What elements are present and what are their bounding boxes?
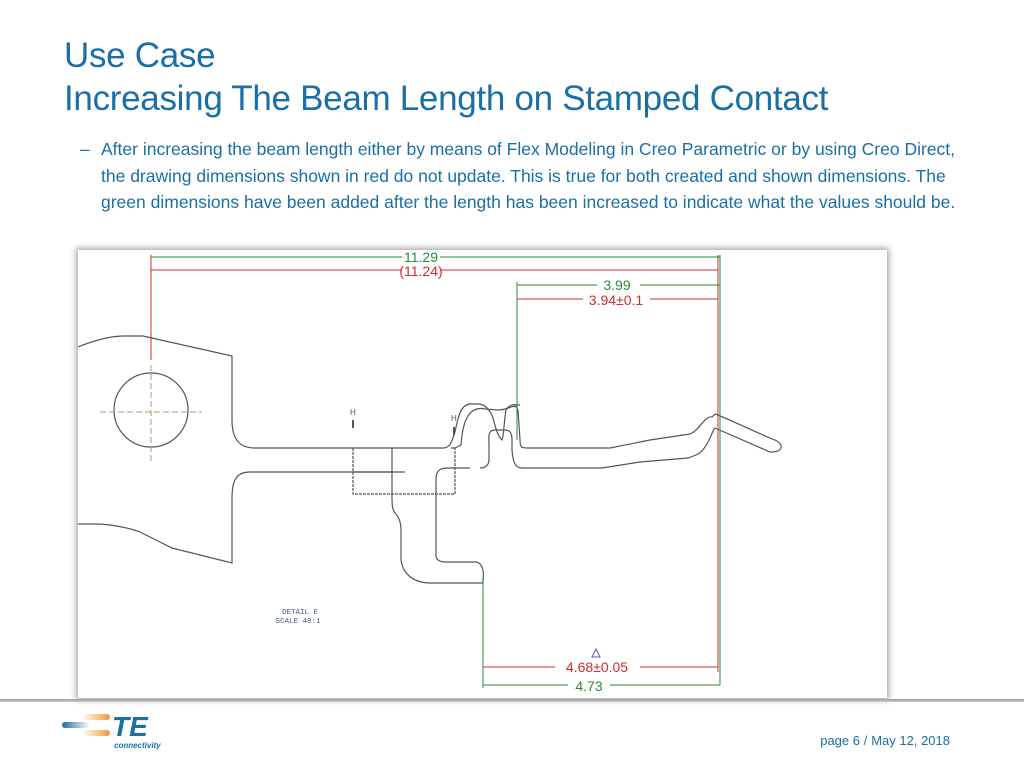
slide-title: Use Case Increasing The Beam Length on S…: [64, 34, 828, 120]
footer-date: May 12, 2018: [871, 733, 950, 748]
detail-scale: SCALE 40:1: [275, 618, 321, 626]
datum-h-1: H: [350, 408, 356, 417]
dim-upper-green: 3.99: [603, 277, 630, 293]
title-line-1: Use Case: [64, 36, 216, 75]
dim-overall-green: 11.29: [404, 250, 438, 265]
page-number: page 6 /: [820, 733, 868, 748]
te-logo-icon: TE connectivity: [62, 711, 161, 750]
dim-lower-green: 4.73: [575, 678, 602, 694]
te-connectivity-logo: TE connectivity: [62, 711, 182, 756]
footer-separator: [0, 699, 1024, 702]
extension-lines: [150, 255, 721, 688]
bullet-paragraph: – After increasing the beam length eithe…: [80, 136, 980, 216]
bullet-text: After increasing the beam length either …: [101, 139, 956, 212]
drawing-canvas: H H 11.29: [78, 250, 782, 694]
detail-label: DETAIL E SCALE 40:1: [275, 609, 321, 626]
datum-markers: H H: [350, 408, 457, 435]
datum-h-2: H: [451, 414, 457, 423]
bullet-dash: –: [80, 139, 90, 159]
dimension-labels: 11.29 (11.24) 3.99 3.94±0.1 4.68±0.05 4.…: [399, 250, 643, 694]
logo-tagline: connectivity: [114, 741, 161, 750]
dim-lower-red: 4.68±0.05: [566, 659, 628, 675]
footer-info: page 6 /May 12, 2018: [816, 733, 950, 748]
logo-wordmark: TE: [112, 712, 149, 742]
dim-overall-red: (11.24): [399, 263, 442, 279]
title-line-2: Increasing The Beam Length on Stamped Co…: [64, 79, 829, 118]
detail-name: DETAIL E: [282, 609, 319, 617]
engineering-drawing: H H 11.29: [78, 250, 887, 698]
dim-upper-red: 3.94±0.1: [589, 292, 644, 308]
dimension-lines: [151, 256, 720, 686]
delta-triangle-icon: [591, 647, 601, 658]
contact-outline: [78, 335, 782, 584]
center-lines: [100, 365, 202, 463]
